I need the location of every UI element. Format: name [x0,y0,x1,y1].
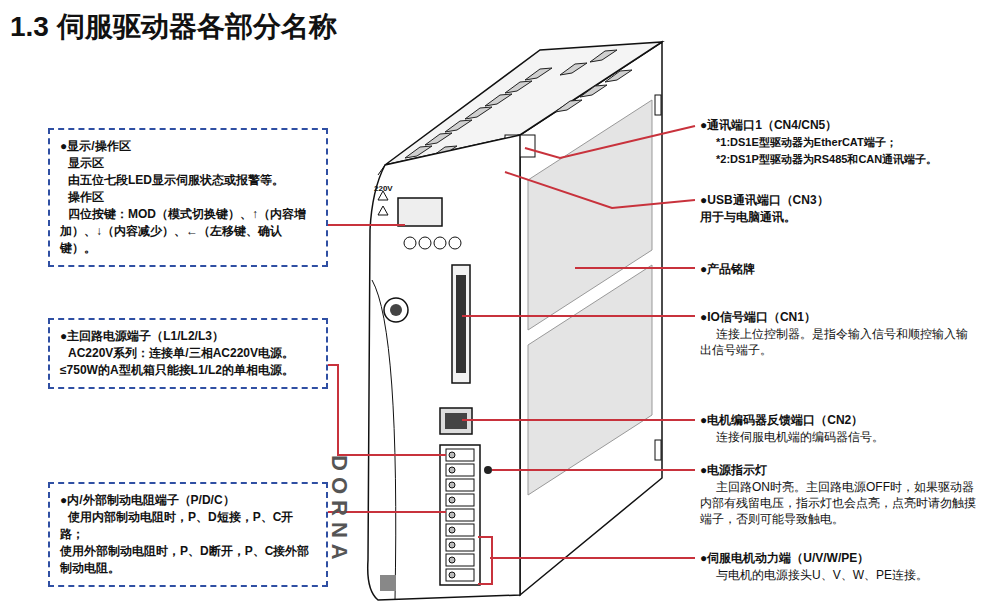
callout-box: ●显示/操作区显示区由五位七段LED显示伺服状态或报警等。操作区四位按键：MOD… [48,128,328,267]
page-title: 1.3 伺服驱动器各部分名称 [10,8,337,46]
callout-text: ●产品铭牌 [700,261,970,277]
callout-text: ●伺服电机动力端（U/V/W/PE） [700,550,970,566]
power-indicator [484,466,492,474]
mount-tab [655,95,661,115]
cn1-pins [456,275,466,373]
callout-heading: ●显示/操作区 [60,138,316,155]
callout-text: ●电机编码器反馈端口（CN2） [700,412,970,428]
callout-text: 用于与电脑通讯。 [700,209,970,225]
callout-text: 连接上位控制器。是指令输入信号和顺控输入输出信号端子。 [700,326,972,358]
voltage-mark: 220V [374,183,404,195]
keypad [404,237,461,249]
mount-tab [655,440,661,460]
callout-text: ●电源指示灯 [700,462,970,478]
logo-mark [390,304,402,316]
terminal-block [440,445,480,585]
drive-top [385,42,662,165]
callout-text: 操作区 [60,189,316,206]
callout-text: ●IO信号端口（CN1） [700,309,970,325]
callout-text: 四位按键：MOD（模式切换键）、↑（内容增加）、↓（内容减少）、←（左移键、确认… [60,206,316,257]
callout-text: AC220V系列：连接单/三相AC220V电源。≤750W的A型机箱只能接L1/… [60,345,316,379]
front-curve [372,280,396,600]
leader-lines [327,126,695,584]
led-display [398,198,442,226]
warning-sign [378,206,388,215]
callout-heading: ●内/外部制动电阻端子（P/D/C） [60,492,316,509]
callout-text: 与电机的电源接头U、V、W、PE连接。 [716,567,978,583]
callout-text: *2:DS1P型驱动器为RS485和CAN通讯端子。 [716,152,978,167]
callout-text: 主回路ON时亮。主回路电源OFF时，如果驱动器内部有残留电压，指示灯也会点亮，点… [700,479,976,527]
callout-text: 显示区 [60,155,316,172]
callout-text: 连接伺服电机端的编码器信号。 [716,429,978,445]
callout-text: *1:DS1E型驱动器为EtherCAT端子； [716,135,978,150]
qr-code [380,575,396,591]
callout-text: 使用外部制动电阻时，P、D断开，P、C接外部制动电阻。 [60,543,316,577]
callout-box: ●内/外部制动电阻端子（P/D/C）使用内部制动电阻时，P、D短接，P、C开路；… [48,482,328,587]
edge [378,165,385,175]
callout-text: 由五位七段LED显示伺服状态或报警等。 [60,172,316,189]
side-plate [528,265,652,495]
logo-mark [384,298,408,322]
callout-text: ●通讯端口1（CN4/CN5） [700,117,970,133]
drive-front [368,135,520,600]
callout-text: ●USB通讯端口（CN3） [700,192,970,208]
drive-side [520,42,662,595]
callout-box: ●主回路电源端子（L1/L2/L3）AC220V系列：连接单/三相AC220V电… [48,318,328,389]
cn1-connector [452,265,470,383]
callout-heading: ●主回路电源端子（L1/L2/L3） [60,328,316,345]
brand-logo: DORNA [326,455,352,585]
callout-text: 使用内部制动电阻时，P、D短接，P、C开路； [60,509,316,543]
